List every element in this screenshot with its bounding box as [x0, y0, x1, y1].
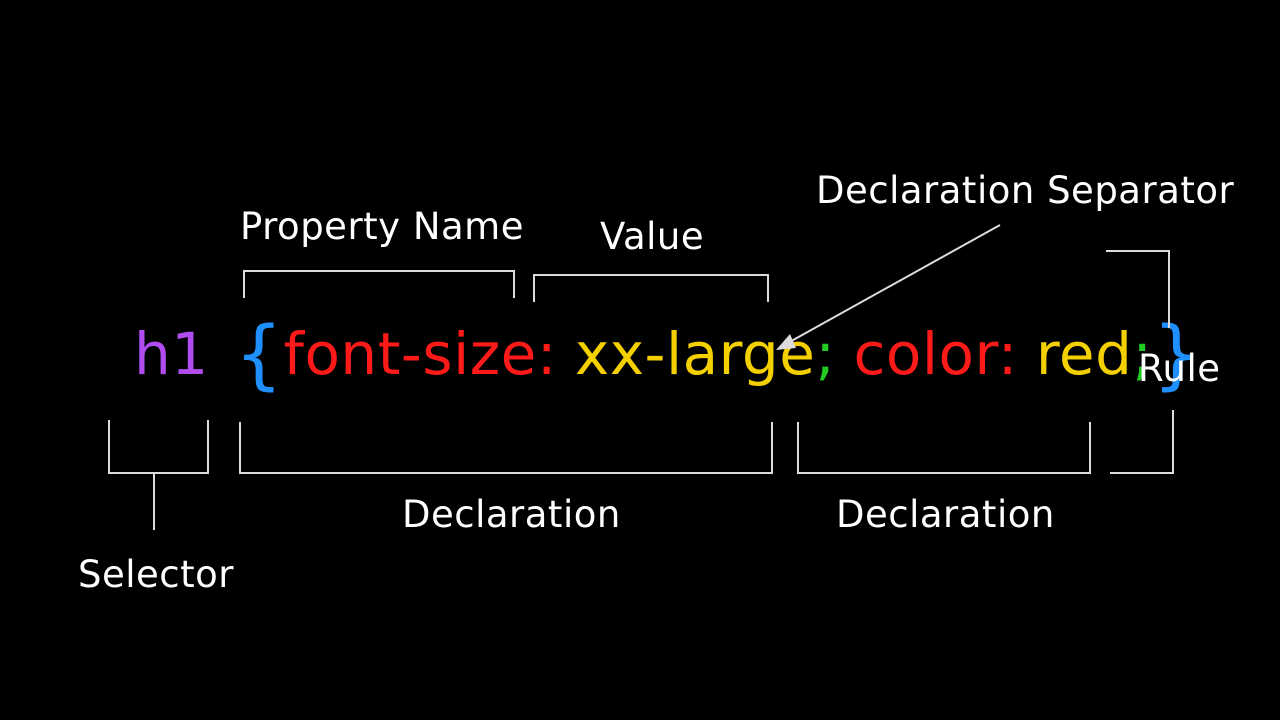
value-bracket [533, 274, 769, 302]
property-name-bracket [243, 270, 515, 298]
css-rule-code: h1{font-size:xx-large;color:red;} [134, 316, 1201, 392]
selector-stem [153, 474, 155, 530]
selector-text: h1 [134, 320, 209, 388]
rule-label: Rule [1138, 347, 1221, 390]
declaration-separator: ; [815, 320, 836, 388]
declaration-2-value: red [1035, 320, 1133, 388]
declaration-1-property: font-size: [283, 320, 557, 388]
property-name-label: Property Name [240, 205, 524, 248]
declaration-2-label: Declaration [836, 493, 1055, 536]
declaration-1-label: Declaration [402, 493, 621, 536]
declaration-2-bracket [797, 422, 1091, 474]
open-brace: { [234, 309, 284, 398]
selector-bracket [108, 420, 209, 474]
rule-bracket-bottom [1110, 410, 1174, 474]
declaration-1-bracket [239, 422, 773, 474]
rule-bracket-top [1106, 250, 1170, 328]
selector-label: Selector [78, 553, 234, 596]
declaration-separator-label: Declaration Separator [816, 169, 1235, 212]
declaration-2-semicolon: ; [1132, 320, 1153, 388]
declaration-2-property: color: [853, 320, 1018, 388]
value-label: Value [600, 215, 705, 258]
close-brace: } [1152, 309, 1202, 398]
declaration-1-value: xx-large [574, 320, 816, 388]
